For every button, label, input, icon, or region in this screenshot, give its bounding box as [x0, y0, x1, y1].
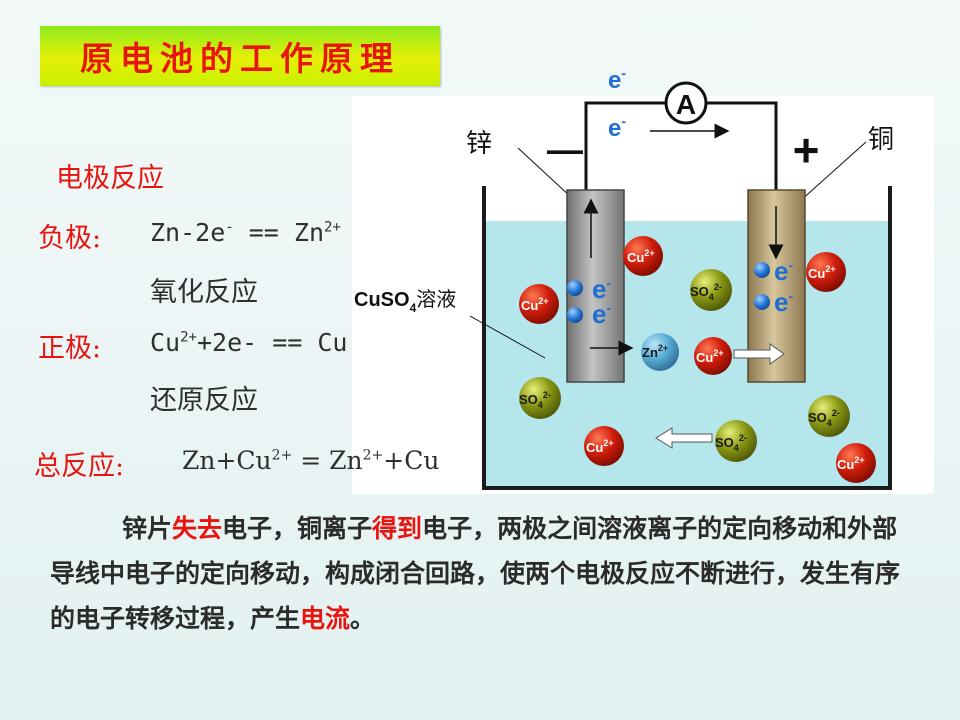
wire-right: [706, 101, 778, 190]
negative-equation: Zn-2e- == Zn2+: [150, 218, 341, 247]
overall-equation: Zn+Cu2+ = Zn2++Cu: [182, 446, 440, 475]
copper-electron-label-2: e-: [774, 287, 793, 317]
positive-reaction-type: 还原反应: [150, 385, 258, 416]
overall-label: 总反应:: [34, 451, 125, 482]
positive-sign: +: [793, 124, 820, 176]
negative-reaction-type: 氧化反应: [150, 277, 258, 308]
cu-ion-arrow: [733, 343, 785, 365]
svg-text:Zn2+: Zn2+: [642, 343, 668, 360]
so4-ion: SO42-: [808, 395, 850, 437]
so4-ion: SO42-: [519, 377, 561, 419]
so4-ion-arrow: [655, 427, 713, 449]
electron-dot: [567, 280, 583, 296]
page-title: 原电池的工作原理: [80, 39, 400, 78]
cu-ion: Cu2+: [519, 284, 559, 324]
svg-text:Cu2+: Cu2+: [521, 296, 549, 313]
explanation-paragraph: 锌片失去电子，铜离子得到电子，两极之间溶液离子的定向移动和外部导线中电子的定向移…: [50, 514, 901, 633]
svg-text:Cu2+: Cu2+: [586, 438, 614, 455]
cu-ion: Cu2+: [584, 426, 624, 466]
svg-text:SO42-: SO42-: [715, 433, 747, 453]
zinc-label: 锌: [466, 128, 492, 158]
svg-text:Cu2+: Cu2+: [837, 455, 865, 472]
copper-label: 铜: [868, 124, 894, 154]
solution-label: CuSO4溶液: [354, 287, 456, 315]
electron-dot: [567, 307, 583, 323]
so4-ion: SO42-: [715, 420, 757, 462]
svg-text:Cu2+: Cu2+: [627, 248, 655, 265]
cu-ion: Cu2+: [623, 236, 663, 276]
electrode-reaction-heading: 电极反应: [56, 163, 164, 194]
beaker: [482, 186, 892, 490]
positive-label: 正极:: [38, 333, 102, 364]
wire-left: [584, 101, 666, 190]
electron-dot: [754, 262, 770, 278]
cu-ion: Cu2+: [694, 337, 732, 375]
ammeter: [664, 81, 708, 125]
svg-text:SO42-: SO42-: [808, 408, 840, 428]
so4-ion: SO42-: [690, 269, 732, 311]
ammeter-label: A: [676, 89, 696, 120]
wire-electron-2: e-: [608, 113, 626, 142]
zinc-electron-label-1: e-: [592, 274, 611, 304]
svg-text:SO42-: SO42-: [519, 390, 551, 410]
negative-sign: —: [547, 129, 583, 170]
wire-electron-1: e-: [608, 65, 626, 94]
positive-equation: Cu2++2e- == Cu: [150, 328, 348, 357]
title-banner: 原电池的工作原理: [40, 26, 440, 86]
copper-electron-label-1: e-: [774, 256, 793, 286]
cu-ion: Cu2+: [836, 443, 876, 483]
zinc-electron-label-2: e-: [592, 299, 611, 329]
electron-dot: [754, 294, 770, 310]
negative-label: 负极:: [38, 223, 102, 254]
svg-text:Cu2+: Cu2+: [808, 264, 836, 281]
zn-ion: Zn2+: [641, 333, 679, 371]
cu-ion: Cu2+: [806, 252, 846, 292]
svg-text:Cu2+: Cu2+: [696, 348, 724, 365]
solution-pointer: [469, 315, 546, 359]
svg-text:SO42-: SO42-: [690, 282, 722, 302]
